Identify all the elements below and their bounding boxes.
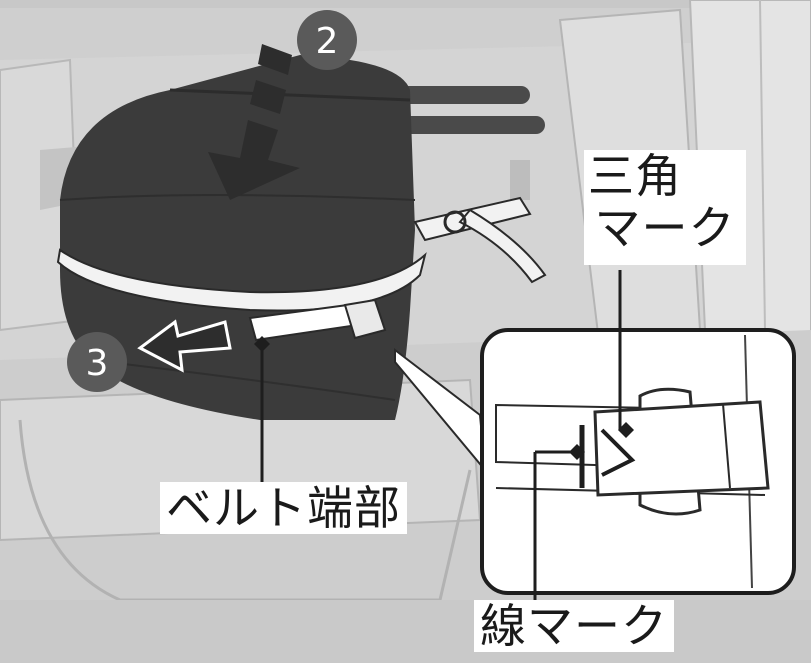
svg-text:2: 2 (316, 21, 339, 62)
svg-text:3: 3 (86, 343, 109, 384)
leader-lines (260, 270, 622, 600)
belt-strap (56, 248, 427, 312)
push-down-arrow (208, 44, 300, 200)
step-3-badge: 3 (67, 332, 127, 392)
label-belt-end: ベルト端部 (160, 482, 407, 534)
detail-inset (480, 328, 796, 595)
pull-left-arrow (137, 319, 232, 373)
label-triangle-mark-line2: マーク (594, 201, 736, 255)
label-triangle-mark: 三角 マーク (584, 150, 746, 265)
label-triangle-mark-line1: 三角 (588, 149, 682, 203)
label-line-mark: 線マーク (474, 600, 674, 652)
triangle-mark (600, 428, 636, 477)
step-2-badge: 2 (297, 10, 357, 70)
